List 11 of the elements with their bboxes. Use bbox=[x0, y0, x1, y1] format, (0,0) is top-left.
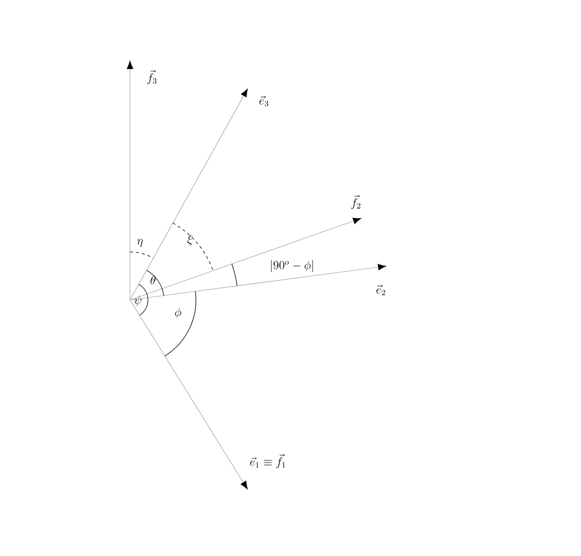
angle-label: $\xi$ bbox=[187, 234, 192, 246]
angle-label: $\phi$ bbox=[175, 308, 182, 318]
angle-label: $\theta$ bbox=[150, 276, 156, 284]
angle-label: $|90^{o}-\phi|$ bbox=[271, 260, 313, 272]
angle-label: $\psi$ bbox=[134, 296, 142, 306]
vector-label: $\vec{e}_2$ bbox=[376, 284, 386, 296]
angle-label: $\eta$ bbox=[137, 239, 143, 247]
vector-label: $\vec{e}_3$ bbox=[259, 96, 268, 106]
vector-label: $\vec{f}_3$ bbox=[147, 70, 156, 84]
vector-label: $\vec{e}_1\equiv\vec{f}_1$ bbox=[250, 454, 286, 468]
vector-label: $\vec{f}_2$ bbox=[351, 195, 360, 210]
